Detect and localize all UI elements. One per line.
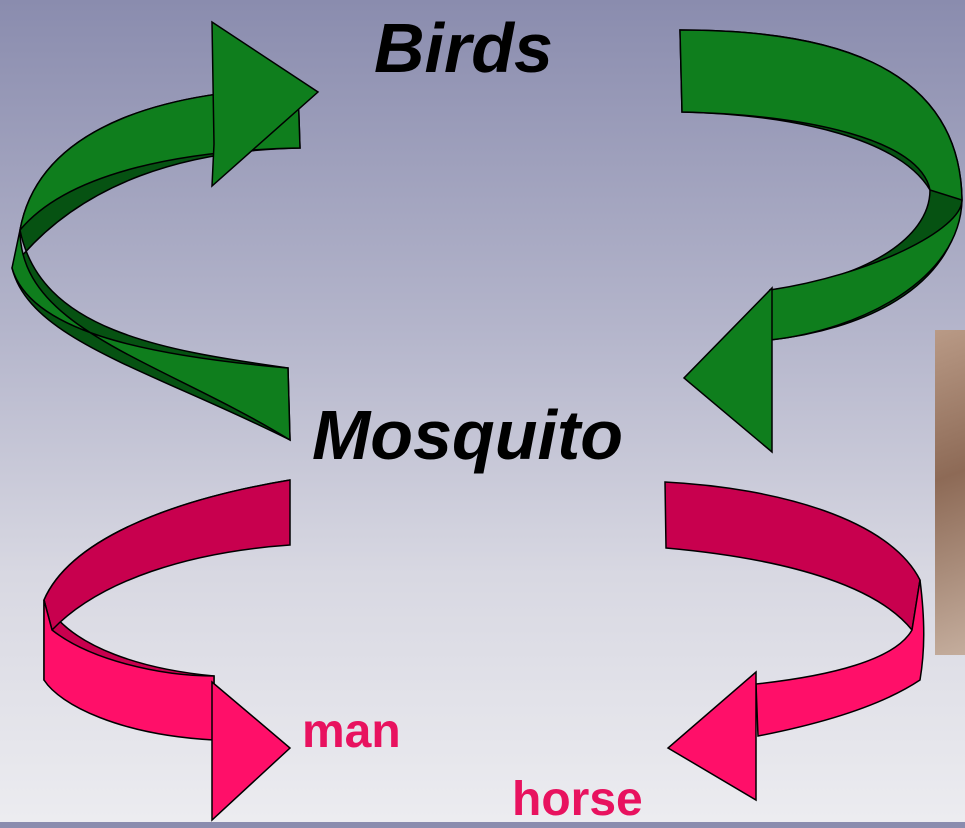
arrow-mosquito-to-man-upper [44, 480, 290, 630]
label-man: man [302, 704, 401, 760]
arrow-mosquito-to-horse-head [668, 672, 756, 800]
arrow-mosquito-to-birds-head [212, 22, 318, 186]
arrow-birds-to-mosquito [680, 30, 962, 452]
label-mosquito: Mosquito [312, 395, 623, 475]
label-birds: Birds [374, 8, 553, 88]
arrow-birds-to-mosquito-head [684, 288, 772, 452]
arrow-mosquito-to-birds [12, 22, 318, 440]
arrow-mosquito-to-horse-upper [665, 482, 920, 630]
arrow-mosquito-to-man-front [44, 600, 214, 740]
label-horse: horse [512, 772, 643, 828]
arrow-mosquito-to-horse [665, 482, 924, 800]
arrow-birds-to-mosquito-front [680, 30, 962, 340]
arrow-mosquito-to-man [44, 480, 290, 820]
arrow-mosquito-to-man-head [212, 682, 290, 820]
